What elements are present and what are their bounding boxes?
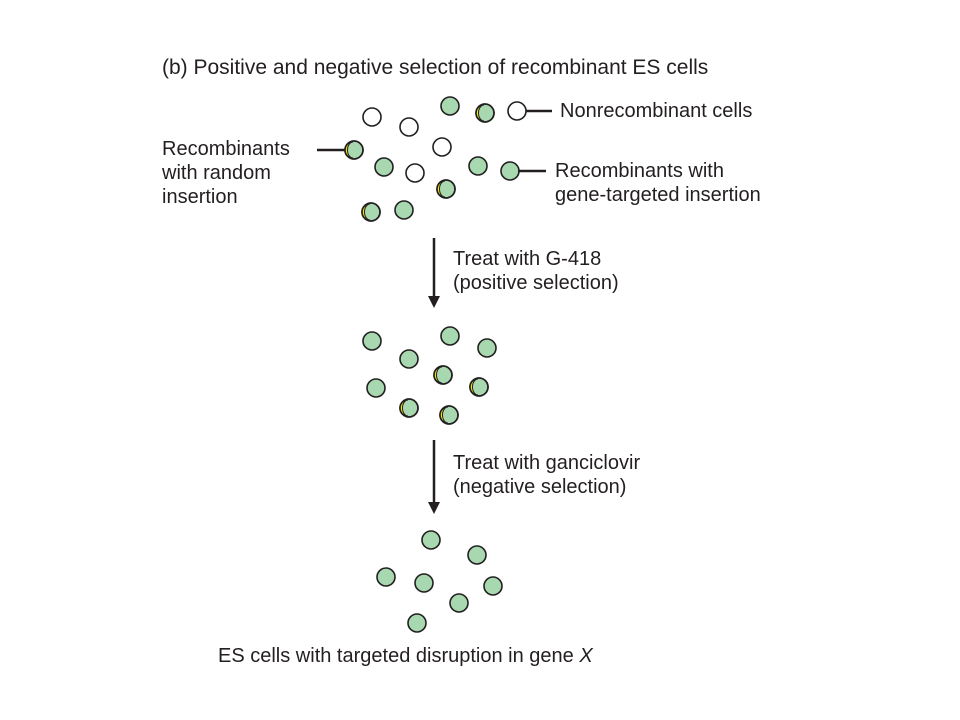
targeted-cell	[468, 156, 488, 176]
targeted-cell	[449, 593, 469, 613]
random-insertion-cell	[361, 202, 381, 222]
label-negative-selection-1: Treat with ganciclovir	[453, 452, 641, 474]
targeted-cell	[376, 567, 396, 587]
targeted-cell	[477, 338, 497, 358]
targeted-cell	[366, 378, 386, 398]
random-insertion-cell	[344, 140, 364, 160]
targeted-cell	[483, 576, 503, 596]
label-random-insertion-1: Recombinants	[162, 138, 290, 160]
label-result-gene: X	[579, 645, 593, 667]
targeted-cell	[440, 96, 460, 116]
targeted-cell	[399, 349, 419, 369]
label-targeted-insertion-1: Recombinants with	[555, 160, 724, 182]
random-insertion-cell	[399, 398, 419, 418]
targeted-cell	[362, 331, 382, 351]
nonrecombinant-cell	[432, 137, 452, 157]
nonrecombinant-cell	[399, 117, 419, 137]
label-negative-selection-2: (negative selection)	[453, 476, 627, 498]
label-result: ES cells with targeted disruption in gen…	[218, 644, 593, 668]
random-insertion-cell	[469, 377, 489, 397]
targeted-cell	[440, 326, 460, 346]
label-result-text: ES cells with targeted disruption in gen…	[218, 645, 580, 667]
figure-title: (b) Positive and negative selection of r…	[162, 56, 709, 79]
label-positive-selection-1: Treat with G-418	[453, 248, 602, 270]
targeted-cell	[407, 613, 427, 633]
targeted-cell	[374, 157, 394, 177]
label-random-insertion-2: with random	[162, 162, 271, 184]
label-targeted-insertion-2: gene-targeted insertion	[555, 184, 761, 206]
random-insertion-cell	[436, 179, 456, 199]
nonrecombinant-cell	[362, 107, 382, 127]
random-insertion-cell	[439, 405, 459, 425]
targeted-cell	[421, 530, 441, 550]
targeted-cell	[394, 200, 414, 220]
label-nonrecombinant: Nonrecombinant cells	[560, 100, 753, 122]
random-insertion-cell	[475, 103, 495, 123]
targeted-cell	[467, 545, 487, 565]
nonrecombinant-cell	[405, 163, 425, 183]
label-positive-selection-2: (positive selection)	[453, 272, 619, 294]
random-insertion-cell	[433, 365, 453, 385]
targeted-cell	[414, 573, 434, 593]
targeted-cell	[500, 161, 520, 181]
label-random-insertion-3: insertion	[162, 186, 238, 208]
nonrecombinant-cell	[507, 101, 527, 121]
